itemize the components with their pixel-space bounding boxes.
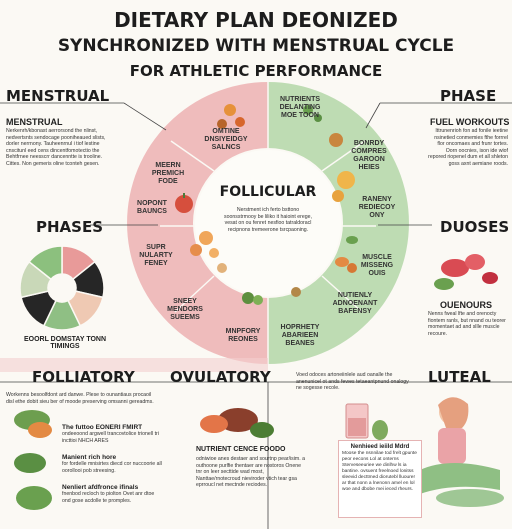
header-duoses: DUOSES bbox=[440, 218, 510, 236]
ovulatory-food-illustration bbox=[200, 408, 274, 438]
center-title: FOLLICULAR bbox=[219, 184, 317, 200]
folliatory-intro: Workenns besoolfdont ard danwe. Plese to… bbox=[6, 392, 154, 405]
folliatory-item-1-title: The futtoo EONERI FMIRT bbox=[62, 424, 143, 431]
ring-left-segment-1: OMTINE DNSIYEIDGY SALNCS bbox=[204, 128, 248, 151]
phase-donut-chart bbox=[19, 245, 105, 331]
berries-illustration bbox=[434, 254, 498, 290]
ring-left-segment-5: SNEEY MENDORS SUEEMS bbox=[167, 298, 203, 321]
ring-left-segment-2: MEERN PREMICH FODE bbox=[151, 162, 185, 185]
title-line-3: FOR ATHLETIC PERFORMANCE bbox=[129, 62, 383, 80]
header-folliatory: FOLLIATORY bbox=[32, 368, 135, 386]
title-line-1: DIETARY PLAN DEONIZED bbox=[114, 8, 398, 32]
folliatory-item-3: Nenliert afdfronce ifinals fnenbod reclo… bbox=[62, 484, 162, 504]
ovulatory-subhead: NUTRIENT CENCE FOODO bbox=[196, 446, 286, 453]
luteal-card: Nenhieed ieiild Mdrd Moose the nsnnilae … bbox=[338, 440, 422, 518]
header-phases: PHASES bbox=[36, 218, 104, 236]
title-line-2: SYNCHRONIZED WITH MENSTRUAL CYCLE bbox=[57, 36, 455, 56]
pink-band-left bbox=[0, 358, 268, 372]
ring-separators bbox=[160, 82, 376, 364]
folliatory-item-2-text: for fordelle mnisirtes diecd cor nuccoor… bbox=[62, 461, 162, 474]
center-disc bbox=[195, 150, 341, 296]
ovulatory-right-text: Voed odoces artoneiinlele aud oanalle th… bbox=[296, 372, 409, 392]
header-phase: PHASE bbox=[440, 87, 497, 105]
ring-right-segment-5: NUTIENLY ADNOENANT BAFENSY bbox=[332, 292, 378, 315]
luteal-card-title: Nenhieed ieiild Mdrd bbox=[350, 444, 410, 450]
folliatory-item-3-text: fnenbod recloch to piolton Ovet anr dtoe… bbox=[62, 491, 155, 504]
menstrual-text: Nerkenrh/kbonast aerrorsond the nlinst, … bbox=[6, 128, 106, 167]
header-menstrual: MENSTRUAL bbox=[6, 87, 110, 105]
luteal-illustration bbox=[345, 397, 504, 507]
ring-left-segment-6: MNPFORY REONES bbox=[225, 328, 261, 343]
ring-left-segment-4: SUPR NULARTY FENEY bbox=[139, 244, 173, 267]
duoses-subhead: OUENOURS bbox=[440, 300, 493, 310]
ring-right-segment-1: NUTRIENTS DELANTING MOE TOON bbox=[279, 96, 321, 119]
duoses-text: Nenns fweal lfte and orenocty fiontem ra… bbox=[428, 311, 506, 337]
ring-right-green bbox=[268, 82, 409, 364]
folliatory-item-1: The futtoo EONERI FMIRT ondeeoond argwel… bbox=[62, 424, 162, 444]
donut-slice-7 bbox=[28, 245, 63, 281]
menstrual-subhead: MENSTRUAL bbox=[6, 117, 63, 127]
header-ovulatory: OVULATORY bbox=[170, 368, 271, 386]
ring-left-pink bbox=[127, 82, 268, 364]
ring-right-segment-2: BONRDY COMPRES GAROON HEIES bbox=[351, 140, 387, 171]
phases-caption: EOORL DOMSTAY TONN TIMINGS bbox=[23, 336, 107, 350]
folliatory-item-3-title: Nenliert afdfronce ifinals bbox=[62, 484, 139, 491]
ring-right-segment-3: RANENY REDIECOY ONY bbox=[358, 196, 396, 219]
folliatory-item-2: Manient rich hore for fordelle mnisirtes… bbox=[62, 454, 162, 474]
folliatory-item-1-text: ondeeoond argwell trancovtolice trionell… bbox=[62, 431, 159, 444]
ovulatory-text: odniwioe anes destaer and sourtnp pear/i… bbox=[196, 456, 306, 489]
fuel-workouts-text: Ittrunenrioh fon ad fonile ieetine nsine… bbox=[428, 128, 508, 167]
greens-illustration bbox=[14, 410, 52, 510]
food-icons bbox=[175, 104, 358, 305]
ring-right-segment-4: MUSCLE MISSENG OUIS bbox=[360, 254, 394, 277]
center-text: Nerstment ich ferto bsttono soonsstrmooy… bbox=[224, 207, 312, 233]
folliatory-item-2-title: Manient rich hore bbox=[62, 454, 117, 461]
ring-left-segment-3: NOPONT BAUNCS bbox=[137, 200, 167, 215]
connector-lines bbox=[0, 102, 512, 529]
header-luteal: LUTEAL bbox=[428, 368, 491, 386]
luteal-card-text: Moose the nsnnilae tod frelt gpunte peor… bbox=[342, 451, 417, 492]
fuel-workouts-subhead: FUEL WORKOUTS bbox=[430, 117, 510, 127]
ring-right-segment-6: HOPRHETY ABARIEEN BEANES bbox=[280, 324, 320, 347]
